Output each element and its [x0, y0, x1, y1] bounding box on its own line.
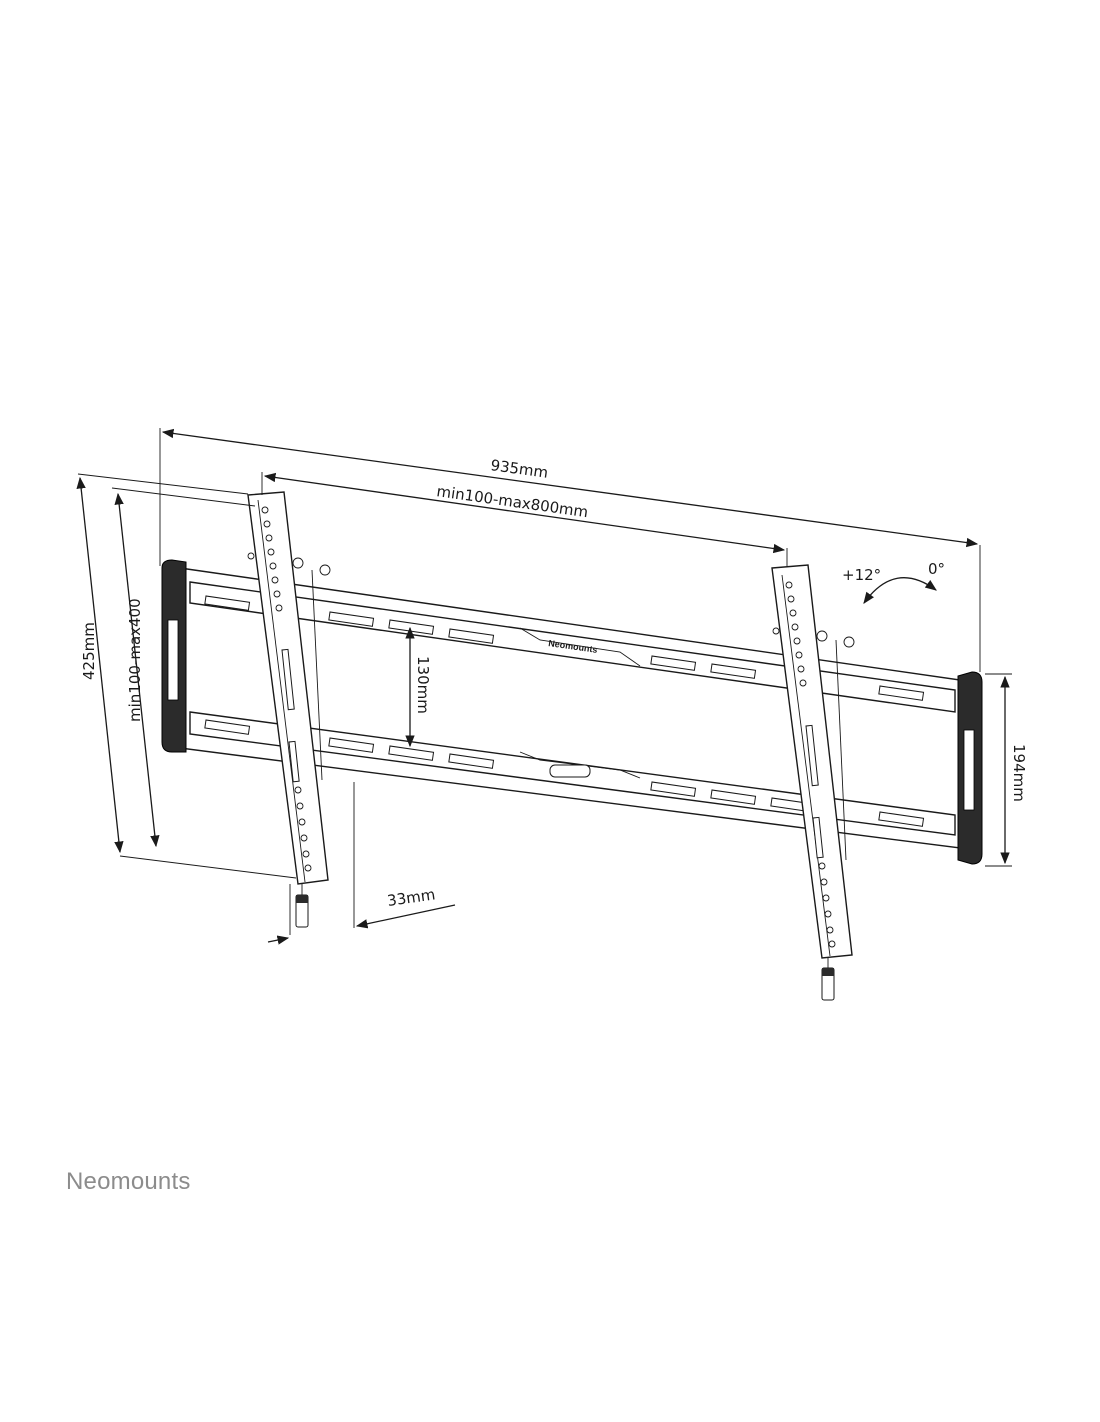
- slot-spacing-label: 130mm: [414, 656, 432, 714]
- plate-height-label: 194mm: [1010, 744, 1028, 802]
- wall-plate: Neomounts: [161, 559, 983, 865]
- left-arm-knob: [292, 557, 304, 569]
- tilt-min-label: 0°: [928, 560, 945, 578]
- vesa-height-label: min100-max400: [126, 598, 144, 722]
- right-arm-knob: [816, 630, 828, 642]
- dimension-lines: [76, 428, 1012, 945]
- wall-distance-label: 33mm: [386, 885, 436, 910]
- overall-height-label: 425mm: [80, 622, 98, 680]
- center-lock: [549, 764, 591, 778]
- brand-logo-footer: Neomounts: [66, 1168, 191, 1195]
- tilt-arc: [863, 577, 937, 604]
- tilt-max-label: +12°: [842, 566, 881, 584]
- right-tv-bracket-arm: [771, 564, 855, 1001]
